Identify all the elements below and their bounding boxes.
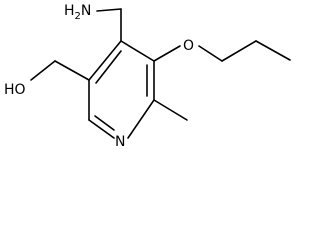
- amine-subscript: 2: [75, 11, 81, 22]
- structure-canvas: H2N HO O N: [4, 3, 291, 150]
- hydroxyl-label: HO: [4, 82, 26, 98]
- bond-c1-c2: [221, 40, 257, 62]
- bond-n1-c2-inner: [94, 115, 115, 131]
- bond-c3-c4-inner: [95, 50, 122, 84]
- bond-c4-c5: [120, 40, 155, 62]
- amine-h: H: [64, 3, 75, 19]
- bond-ch2-oh: [30, 60, 56, 81]
- bond-c5-o: [153, 45, 181, 62]
- ring-nitrogen-label: N: [115, 134, 125, 150]
- bond-c6-n1: [127, 99, 155, 139]
- bond-ch2-nh2: [96, 8, 122, 12]
- molecule-structure: H2N HO O N: [4, 3, 291, 150]
- bond-c3-c4: [88, 40, 122, 81]
- amine-n: N: [81, 3, 91, 19]
- bond-n1-c2: [88, 119, 115, 139]
- ether-oxygen-label: O: [183, 38, 194, 54]
- bond-c6-methyl: [153, 99, 188, 121]
- bond-o-c1: [198, 45, 223, 62]
- amine-label: H2N: [64, 3, 91, 22]
- bond-c3-ch2: [54, 60, 90, 81]
- bond-c2-c3: [255, 40, 291, 61]
